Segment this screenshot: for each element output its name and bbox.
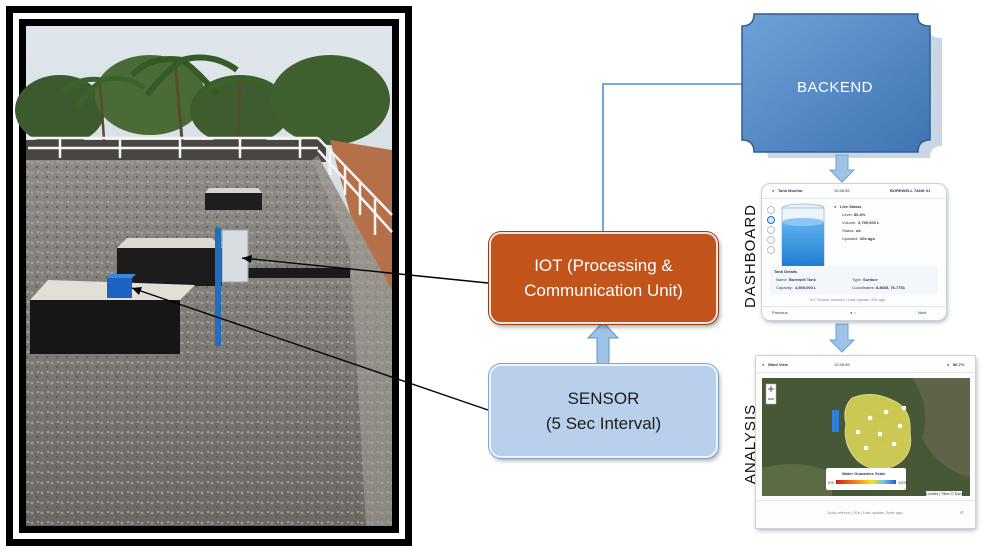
- dash-coords: 8.8665, 76.7751: [876, 285, 905, 290]
- dash-details-title: Tank Details: [774, 269, 798, 274]
- dashboard-label: DASHBOARD: [742, 203, 759, 308]
- dash-live-status: Live Status: [840, 204, 862, 209]
- an-attribution: Leaflet | Tiles © Esri: [926, 491, 962, 496]
- sensor-label-line2: (5 Sec Interval): [545, 414, 662, 433]
- photo-parapet: [26, 140, 326, 162]
- an-header: [756, 356, 975, 373]
- an-map: [762, 378, 970, 496]
- dash-nav-dot: [767, 246, 775, 254]
- backend-to-dashboard-arrow: [828, 154, 856, 183]
- an-legend-min: 0%: [828, 480, 834, 485]
- photo-trees: [15, 54, 390, 145]
- photo-pole: [215, 228, 221, 346]
- dash-next-button[interactable]: Next: [918, 310, 927, 315]
- backend-label: BACKEND: [796, 78, 874, 96]
- an-zoom-control: [765, 383, 777, 405]
- an-value: 86.7%: [953, 362, 965, 367]
- photo-tank-middle: [117, 248, 222, 286]
- photo-tank-front: [30, 300, 180, 354]
- an-time: 10:46:59: [834, 362, 850, 367]
- an-legend: [826, 468, 906, 490]
- dash-page-dots: ● ○: [850, 310, 856, 315]
- dash-tank-water: [782, 222, 824, 266]
- dashboard-screenshot: ● Tank Monitor 10:46:55 BOREWELL TANK 01…: [762, 184, 946, 320]
- photo-railing: [28, 136, 393, 235]
- dash-capacity: 4,500,000 L: [795, 285, 817, 290]
- an-legend-scale: [836, 480, 896, 484]
- dash-updated: 20s ago: [860, 236, 875, 241]
- an-legend-max: 100%: [898, 480, 909, 485]
- analysis-screenshot: ● Ward View 10:46:59 ● 86.7%: [756, 356, 975, 528]
- iot-pointer-line: [241, 257, 489, 284]
- an-pin-icon: ●: [762, 362, 765, 367]
- iot-node: IOT (Processing & Communication Unit): [489, 232, 718, 324]
- iot-label-line2: Communication Unit): [524, 281, 683, 300]
- photo-iot-enclosure: [221, 229, 249, 283]
- dash-nav-dot: [767, 236, 775, 244]
- photo-connectors: [131, 255, 489, 411]
- an-settings-icon: ⚙: [960, 510, 964, 515]
- an-tank-marker: [832, 410, 839, 432]
- dash-details-panel: [770, 266, 938, 294]
- dash-time: 10:46:55: [834, 188, 850, 193]
- dash-volume: 3,796,000 L: [858, 220, 880, 225]
- photo-sensor: [107, 278, 132, 298]
- an-footer-note: Auto-refresh | 20s | Last update: 3min a…: [828, 510, 903, 515]
- sensor-to-iot-arrow: [586, 321, 620, 365]
- dash-header: [762, 184, 946, 199]
- dash-tank-id: BOREWELL TANK 01: [890, 188, 931, 193]
- an-drop-icon: ●: [947, 362, 950, 367]
- dash-footer-note: IoT Sensor connect | Last update: 20s ag…: [810, 297, 886, 302]
- iot-backend-connector: [602, 80, 752, 232]
- photo-pipe: [240, 268, 350, 278]
- an-legend-title: Water Guarantee Scale: [842, 471, 886, 476]
- dash-nav-dot: [767, 206, 775, 214]
- dash-home-icon: ●: [772, 188, 775, 193]
- iot-label-line1: IOT (Processing &: [534, 256, 673, 275]
- dash-tank-graphic: [781, 203, 825, 270]
- dash-prev-button[interactable]: Previous: [772, 310, 788, 315]
- sensor-label-line1: SENSOR: [567, 389, 640, 408]
- an-title: Ward View: [768, 362, 789, 367]
- dash-tank-type: Surface: [863, 277, 878, 282]
- dash-title: Tank Monitor: [778, 188, 803, 193]
- dash-nav-dot: [767, 216, 775, 224]
- dash-level: 86.4%: [854, 212, 866, 217]
- site-photo: [6, 6, 412, 546]
- dashboard-to-analysis-arrow: [828, 323, 856, 353]
- dash-status: ok: [856, 228, 861, 233]
- dash-nav-dot: [767, 226, 775, 234]
- an-ward-region: [844, 394, 912, 470]
- sensor-node: SENSOR (5 Sec Interval): [489, 364, 718, 458]
- backend-node: [741, 13, 942, 158]
- dash-tank-name: Borewell Tank: [789, 277, 816, 282]
- sensor-pointer-line: [131, 287, 489, 411]
